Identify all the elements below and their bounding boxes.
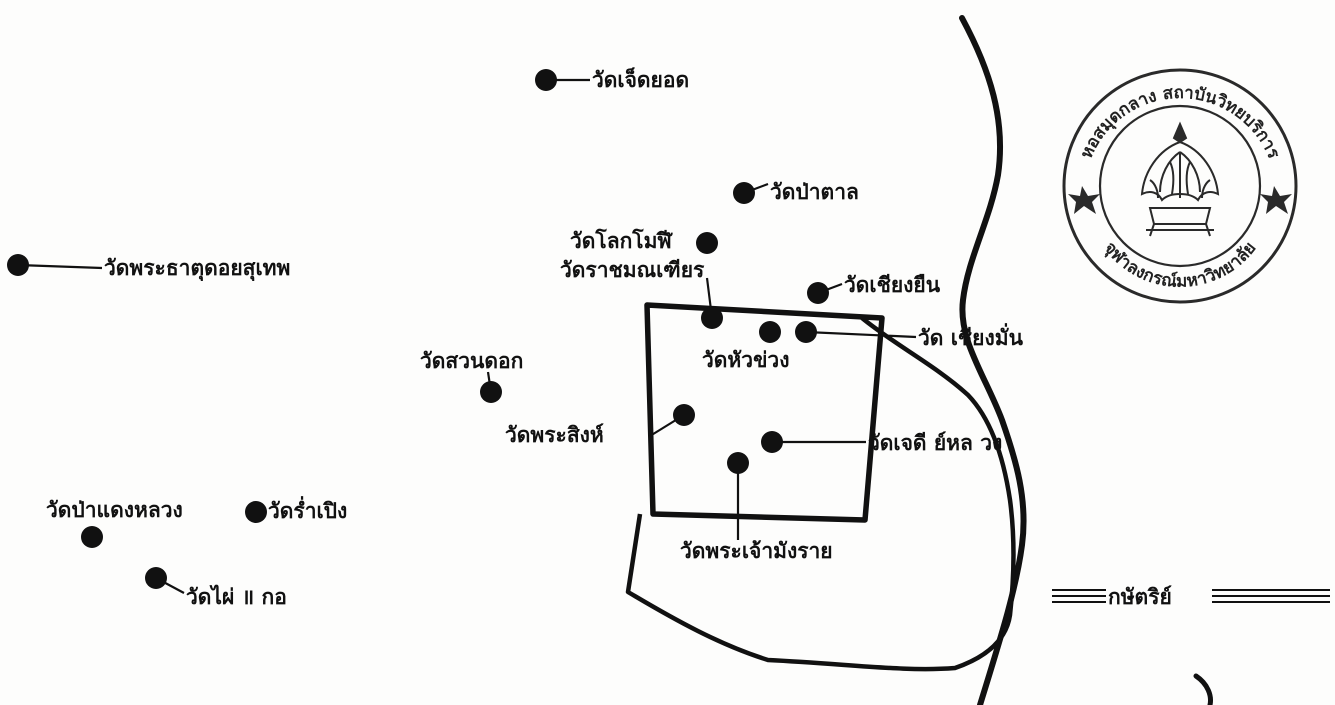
temple-dot-pa-daeng-luang <box>81 526 103 548</box>
temple-label-pa-tan: วัดป่าตาล <box>770 180 859 204</box>
temple-dot-ram-poeng <box>245 501 267 523</box>
temple-label-chedi-luang: วัดเจดี ย์หล วง <box>868 431 1002 455</box>
temple-dot-pa-tan <box>733 182 755 204</box>
star-icon <box>1068 186 1100 214</box>
star-icon <box>1260 186 1292 214</box>
temple-dot-chiang-man <box>795 321 817 343</box>
temple-dot-lok-molee <box>696 232 718 254</box>
temple-label-phra-sing: วัดพระสิงห์ <box>505 423 604 447</box>
phra-kiao-emblem-icon <box>1140 121 1220 237</box>
temple-label-phra-chao-mengrai: วัดพระเจ้ามังราย <box>680 539 833 563</box>
temple-label-chet-yot: วัดเจ็ดยอด <box>592 66 689 92</box>
road-label: กษัตริย์ <box>1108 585 1172 609</box>
temple-dot-mai-kho <box>145 567 167 589</box>
temple-label-pa-daeng-luang: วัดป่าแดงหลวง <box>46 498 183 522</box>
partial-glyph-mark <box>1193 673 1213 705</box>
temple-dot-hua-khuang <box>759 321 781 343</box>
temple-label-lok-molee: วัดโลกโมฬี <box>570 228 673 253</box>
outer-city-wall <box>625 316 1016 672</box>
temple-dot-phrathat-doi-suthep <box>7 254 29 276</box>
inner-city-wall <box>644 302 885 523</box>
temple-dot-phra-chao-mengrai <box>727 452 749 474</box>
temple-dots <box>7 69 829 589</box>
temple-label-hua-khuang: วัดหัวข่วง <box>702 348 789 372</box>
temple-label-ram-poeng: วัดร่ำเปิง <box>268 495 347 523</box>
library-stamp: หอสมุดกลาง สถาบันวิทยบริการ จุฬาลงกรณ์มห… <box>1062 68 1298 304</box>
temple-label-chiang-yuen: วัดเชียงยืน <box>844 273 941 297</box>
temple-label-phrathat-doi-suthep: วัดพระธาตุดอยสุเทพ <box>104 256 290 282</box>
river-line <box>959 15 1027 705</box>
temple-dot-chedi-luang <box>761 431 783 453</box>
temple-dot-suan-dok <box>480 381 502 403</box>
temple-label-mai-kho: วัดไผ่ ॥ กอ <box>186 584 287 609</box>
temple-label-ratcha-monthian: วัดราชมณเฑียร <box>560 258 705 282</box>
temple-dot-phra-sing <box>673 404 695 426</box>
kasat-road: กษัตริย์ <box>1052 585 1330 609</box>
temple-dot-chet-yot <box>535 69 557 91</box>
temple-dot-chiang-yuen <box>807 282 829 304</box>
temple-label-suan-dok: วัดสวนดอก <box>420 349 523 373</box>
temple-dot-ratcha-monthian <box>701 307 723 329</box>
temple-label-chiang-man: วัด เชียงมั่น <box>918 322 1024 350</box>
